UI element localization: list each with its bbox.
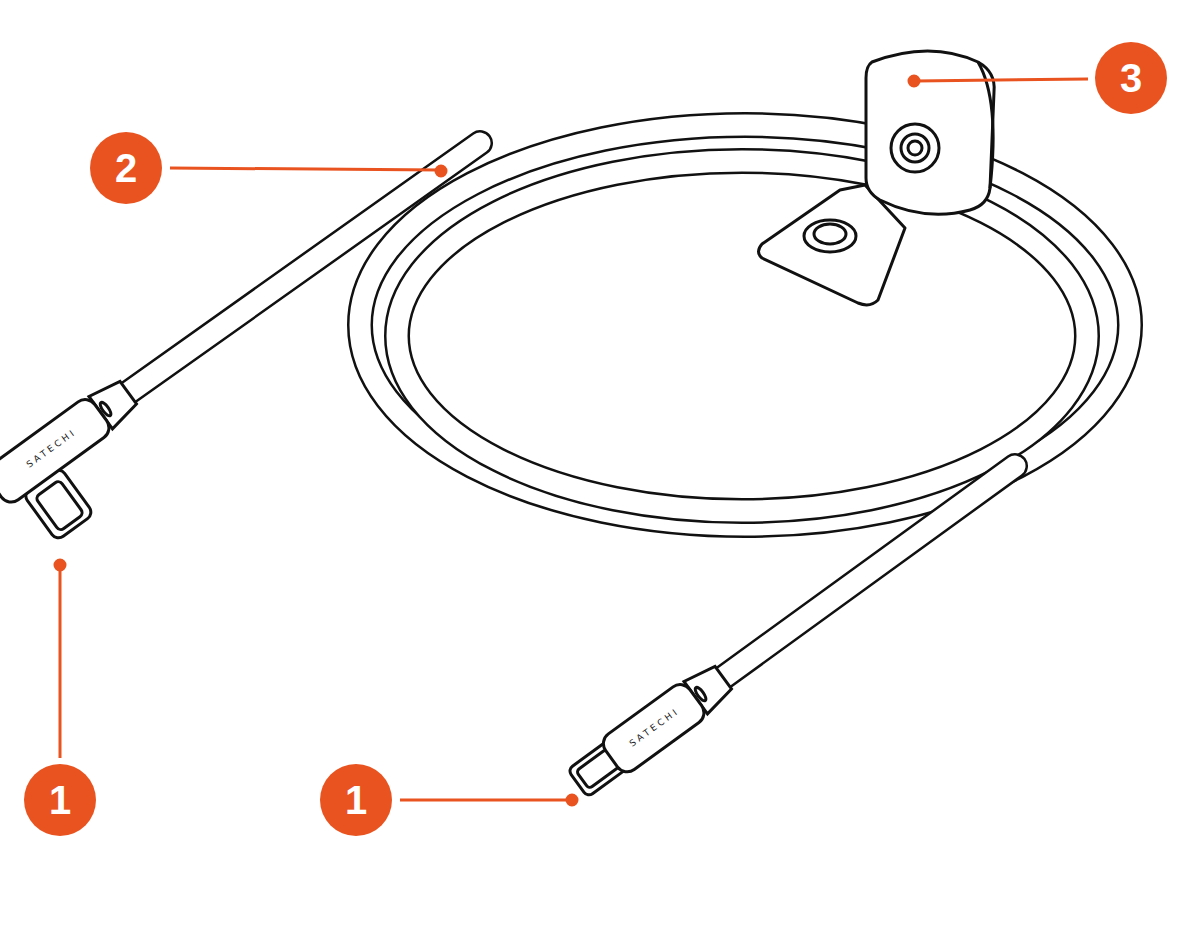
leader-line [55,76,1088,805]
usb-c-connector [0,375,174,552]
callout-text: 3 [1120,58,1142,98]
cable-coil [397,161,1087,511]
callout-number: 1 [24,764,96,836]
callout-text: 1 [49,780,71,820]
callout-number: 1 [320,764,392,836]
callout-number: 3 [1095,42,1167,114]
cable-coil [397,161,1087,511]
cable-lead [125,143,480,395]
callout-number: 2 [90,132,162,204]
cable-lead [125,143,480,395]
callout-text: 2 [115,148,137,188]
callout-text: 1 [345,780,367,820]
cable-lead [720,466,1015,680]
cable-lead [720,466,1015,680]
usb-c-connector [565,660,736,801]
cable-strap [759,51,995,305]
